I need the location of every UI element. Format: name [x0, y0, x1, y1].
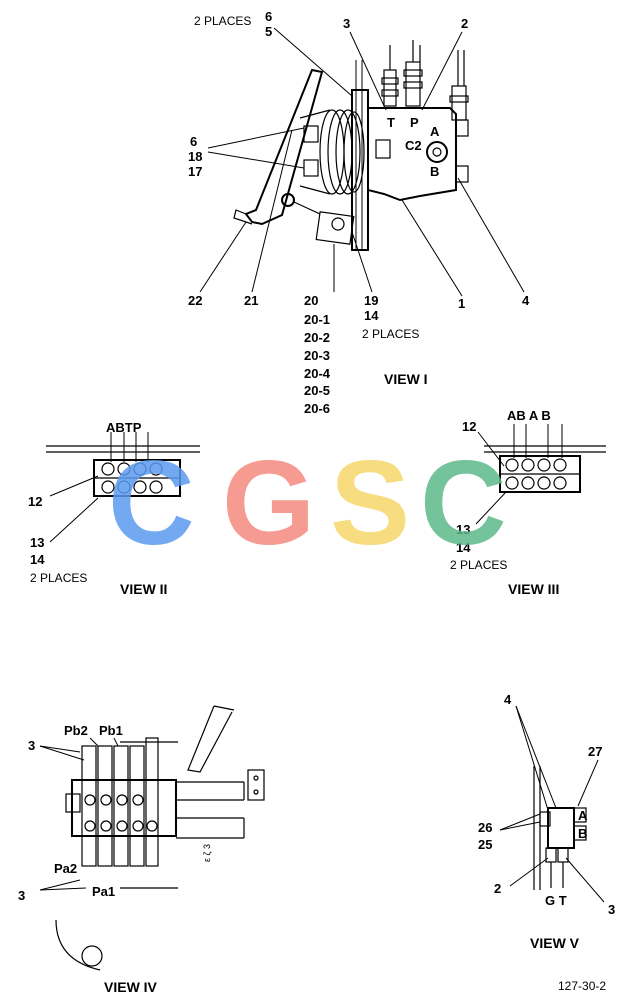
view-1: 2 PLACES 6 5 3 2 T P A C2 B 6 18 17 22 2…: [188, 9, 530, 416]
view1-title: VIEW I: [384, 371, 428, 387]
label-14: 14: [364, 308, 379, 323]
watermark-letter-3: S: [330, 436, 410, 570]
view-3: AB A B 12 13 14 2 PLACES VIEW III: [450, 408, 606, 597]
label-17: 17: [188, 164, 202, 179]
view4-label-pa1: Pa1: [92, 884, 115, 899]
bracket-plate: [244, 68, 324, 226]
view2-ports-label: ABTP: [106, 420, 142, 435]
view2-title: VIEW II: [120, 581, 167, 597]
view1-places-bottom: 2 PLACES: [362, 327, 419, 341]
view5-label-gt: G T: [545, 893, 567, 908]
label-1: 1: [458, 296, 465, 311]
spring-pack: [299, 109, 365, 195]
view1-leaders: [199, 27, 525, 297]
view1-places-top: 2 PLACES: [194, 14, 251, 28]
watermark-letter-4: C: [420, 436, 507, 570]
port-label-c2: C2: [405, 138, 422, 153]
view4-label-pb1: Pb1: [99, 723, 123, 738]
view5-label-26: 26: [478, 820, 492, 835]
watermark-letter-1: C: [108, 436, 195, 570]
view2-ports: [101, 432, 163, 494]
view2-label-14: 14: [30, 552, 45, 567]
view2-label-13: 13: [30, 535, 44, 550]
view5-port-a: A: [578, 808, 588, 823]
label-22: 22: [188, 293, 202, 308]
port-label-t: T: [387, 115, 395, 130]
view-5: 4 27 A B 26 25 2 G T 3 VIEW V: [478, 692, 615, 951]
bracket-foot: [233, 209, 253, 225]
view5-label-27: 27: [588, 744, 602, 759]
sensor-bracket: [281, 193, 355, 245]
view5-label-25: 25: [478, 837, 492, 852]
view3-title: VIEW III: [508, 581, 559, 597]
view3-label-13: 13: [456, 522, 470, 537]
view4-mark: ε ζ 3: [202, 844, 212, 862]
view3-ports-label: AB A B: [507, 408, 551, 423]
figure-reference: 127-30-2: [558, 979, 606, 993]
view2-places: 2 PLACES: [30, 571, 87, 585]
view3-label-12: 12: [462, 419, 476, 434]
view4-label-3-top: 3: [28, 738, 35, 753]
right-fittings: [449, 50, 469, 183]
watermark: C G S C: [108, 436, 507, 570]
support-plate: [351, 89, 369, 251]
label-19: 19: [364, 293, 378, 308]
view3-ports: [505, 424, 567, 490]
view5-label-4: 4: [504, 692, 512, 707]
label-6-top: 6: [265, 9, 272, 24]
label-4: 4: [522, 293, 530, 308]
view5-title: VIEW V: [530, 935, 580, 951]
view-2: ABTP 12 13 14 2 PLACES VIEW II: [28, 420, 200, 597]
view5-valve-body: [547, 807, 575, 849]
view4-label-3-bottom: 3: [18, 888, 25, 903]
view5-label-3: 3: [608, 902, 615, 917]
view3-label-14: 14: [456, 540, 471, 555]
view4-title: VIEW IV: [104, 979, 158, 995]
label-20-2: 20-2: [304, 330, 330, 345]
label-20-4: 20-4: [304, 366, 331, 381]
port-label-a: A: [430, 124, 440, 139]
view3-places: 2 PLACES: [450, 558, 507, 572]
label-21: 21: [244, 293, 258, 308]
label-5: 5: [265, 24, 272, 39]
watermark-letter-2: G: [222, 436, 315, 570]
view4-label-pb2: Pb2: [64, 723, 88, 738]
label-3: 3: [343, 16, 350, 31]
label-20-5: 20-5: [304, 383, 330, 398]
view5-port-b: B: [578, 826, 587, 841]
port-label-p: P: [410, 115, 419, 130]
view5-label-2: 2: [494, 881, 501, 896]
label-6-mid: 6: [190, 134, 197, 149]
view-4: ε ζ 3 Pb2 Pb1 3 Pa2 Pa1 3 VIEW IV: [18, 705, 265, 995]
label-20-6: 20-6: [304, 401, 330, 416]
port-c2: [426, 141, 448, 163]
valve-stack: [71, 779, 177, 837]
top-fittings: [381, 40, 423, 107]
valve-sections: [65, 737, 159, 867]
label-18: 18: [188, 149, 202, 164]
label-20-1: 20-1: [304, 312, 330, 327]
label-2: 2: [461, 16, 468, 31]
label-20-3: 20-3: [304, 348, 330, 363]
label-20-0: 20: [304, 293, 318, 308]
view4-label-pa2: Pa2: [54, 861, 77, 876]
view2-label-12: 12: [28, 494, 42, 509]
port-label-b: B: [430, 164, 439, 179]
